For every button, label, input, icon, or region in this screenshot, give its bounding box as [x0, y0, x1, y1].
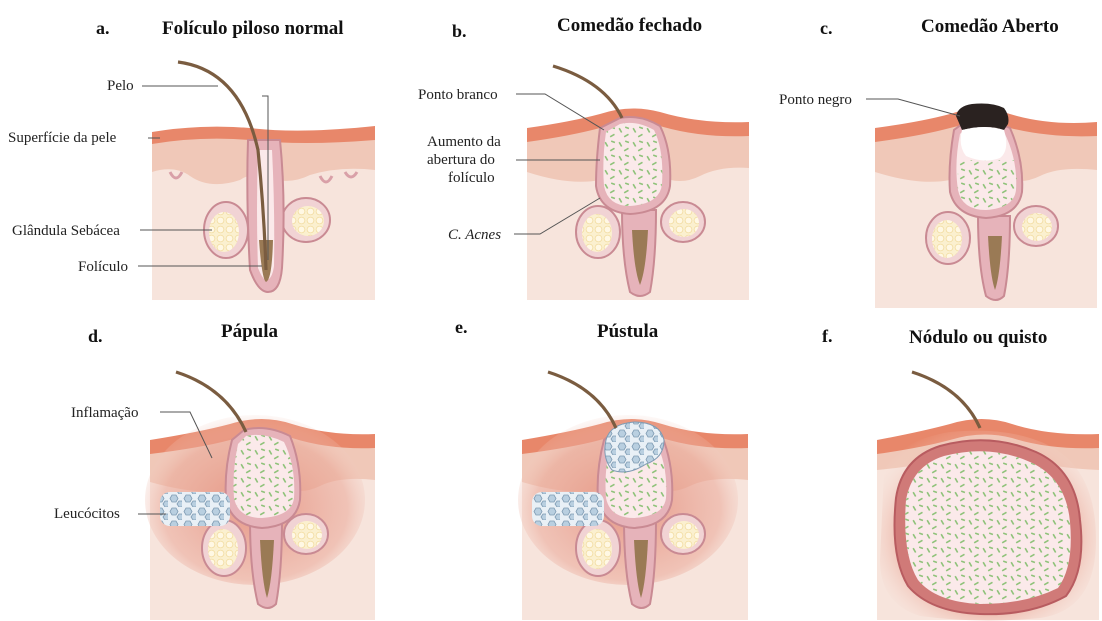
- panel-e: e. Pústula: [455, 317, 748, 620]
- panel-b: b. Comedão fechado: [452, 15, 749, 300]
- panel-f-letter: f.: [822, 326, 833, 346]
- callout-aumento-1: Aumento da: [427, 134, 501, 150]
- panel-c: c. Comedão Aberto: [820, 16, 1097, 308]
- panel-d-letter: d.: [88, 326, 103, 346]
- panel-b-hair: [553, 66, 622, 118]
- panel-f: f. Nódulo ou quisto: [822, 326, 1099, 621]
- panel-c-callouts: Ponto negro: [779, 92, 960, 116]
- callout-leucocitos: Leucócitos: [54, 506, 120, 522]
- callout-ponto-negro: Ponto negro: [779, 92, 852, 108]
- panel-a: a. Folículo piloso normal: [96, 18, 375, 300]
- panel-c-letter: c.: [820, 18, 833, 38]
- callout-foliculo: Folículo: [78, 259, 128, 275]
- callout-superficie: Superfície da pele: [8, 130, 117, 146]
- panel-d: d. Pápula: [88, 321, 375, 620]
- callout-inflamacao: Inflamação: [71, 405, 138, 421]
- callout-aumento-2: abertura do: [427, 152, 495, 168]
- callout-aumento-3: folículo: [448, 170, 495, 186]
- panel-a-sebaceous-gland-right: [282, 198, 330, 242]
- panel-f-title: Nódulo ou quisto: [909, 327, 1047, 348]
- panel-a-letter: a.: [96, 18, 110, 38]
- panel-a-title: Folículo piloso normal: [162, 18, 344, 39]
- callout-ponto-branco: Ponto branco: [418, 87, 498, 103]
- panel-e-title: Pústula: [597, 321, 659, 342]
- panel-d-title: Pápula: [221, 321, 279, 342]
- panel-b-letter: b.: [452, 21, 467, 41]
- blackhead-plug: [956, 104, 1009, 161]
- panel-b-title: Comedão fechado: [557, 15, 702, 36]
- panel-e-leukocytes: [532, 492, 604, 526]
- panel-d-leukocytes: [160, 492, 230, 526]
- panel-e-letter: e.: [455, 317, 468, 337]
- callout-pelo: Pelo: [107, 78, 134, 94]
- panel-f-nodule: [895, 440, 1082, 614]
- callout-glandula: Glândula Sebácea: [12, 223, 120, 239]
- panel-f-hair: [912, 372, 980, 428]
- panel-c-title: Comedão Aberto: [921, 16, 1059, 37]
- callout-c-acnes: C. Acnes: [448, 227, 501, 243]
